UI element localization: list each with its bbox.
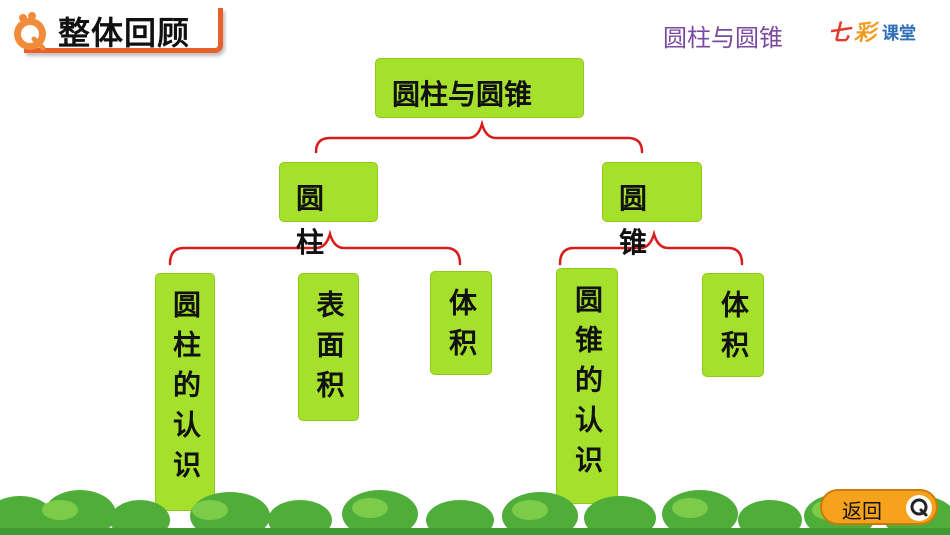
leaf-node-label: 圆柱的认识 [169,290,202,490]
svg-text:课堂: 课堂 [882,23,916,44]
leaf-node-label: 体积 [717,290,750,370]
svg-text:彩: 彩 [854,21,880,46]
leaf-node-label: 表面积 [312,290,346,410]
root-brace [314,119,644,154]
leaf-node-label: 体积 [445,288,478,368]
leaf-node: 体积 [430,271,492,375]
leaf-node: 体积 [702,273,764,377]
right-node: 圆锥 [602,162,702,259]
page-title-banner: 整体回顾 [10,6,223,53]
grass-decoration [0,490,950,535]
subject-label: 圆柱与圆锥 [663,24,783,52]
root-node: 圆柱与圆锥 [375,58,584,118]
back-button[interactable]: 返回 [820,489,938,525]
svg-text:七: 七 [828,21,853,46]
leaf-node: 表面积 [298,273,359,421]
left-node: 圆柱 [279,162,378,259]
leaf-node: 圆柱的认识 [155,273,215,511]
q-logo-icon [906,495,932,521]
page-title: 整体回顾 [58,14,191,52]
back-button-label: 返回 [842,499,882,523]
left-node-label: 圆柱 [296,182,325,259]
root-node-label: 圆柱与圆锥 [392,78,533,111]
q-logo-icon [14,12,46,51]
leaf-node-label: 圆锥的认识 [571,285,604,485]
title-banner-bar [24,8,223,53]
brand-logo: 七 彩 课堂 [828,21,916,46]
leaf-node: 圆锥的认识 [556,268,618,504]
right-node-label: 圆锥 [619,182,648,259]
